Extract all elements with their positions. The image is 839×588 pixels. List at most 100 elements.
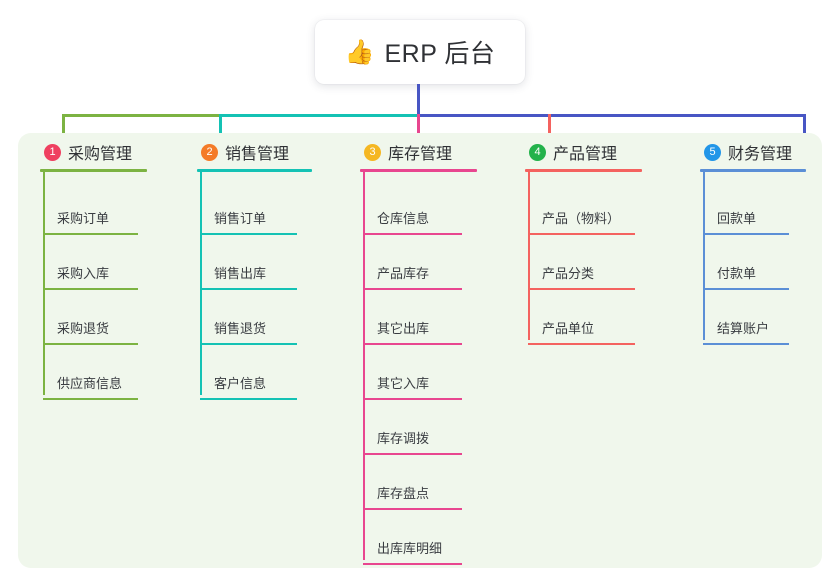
leaf-item-underline <box>703 343 789 345</box>
leaf-item-label: 客户信息 <box>214 376 267 391</box>
leaf-item[interactable]: 销售订单 <box>200 208 297 235</box>
leaf-item-label: 其它入库 <box>377 376 430 391</box>
leaf-item-label: 出库库明细 <box>377 541 443 556</box>
leaf-item-underline <box>200 288 297 290</box>
branch-header-underline <box>525 169 642 172</box>
leaf-item-label: 产品库存 <box>377 266 430 281</box>
branch-spine <box>43 172 45 395</box>
leaf-item[interactable]: 仓库信息 <box>363 208 462 235</box>
branch-header-underline <box>40 169 147 172</box>
branch-column-库存管理: 3 库存管理 <box>360 140 477 172</box>
connector-drop-2 <box>219 114 222 150</box>
connector-drop-4 <box>548 114 551 150</box>
leaf-item-label: 库存盘点 <box>377 486 430 501</box>
leaf-item-underline <box>43 233 138 235</box>
leaf-item[interactable]: 采购入库 <box>43 263 138 290</box>
connector-drop-3 <box>417 114 420 150</box>
leaf-item[interactable]: 采购订单 <box>43 208 138 235</box>
leaf-item[interactable]: 产品（物料） <box>528 208 635 235</box>
leaf-item[interactable]: 其它入库 <box>363 373 462 400</box>
leaf-item-underline <box>703 288 789 290</box>
connector-drop-5 <box>803 114 806 150</box>
leaf-item-underline <box>363 233 462 235</box>
branch-column-财务管理: 5 财务管理 <box>700 140 806 172</box>
leaf-item-label: 产品（物料） <box>542 211 621 226</box>
leaf-item-label: 产品单位 <box>542 321 595 336</box>
leaf-item-underline <box>363 453 462 455</box>
leaf-item-label: 其它出库 <box>377 321 430 336</box>
leaf-item-label: 产品分类 <box>542 266 595 281</box>
connector-root-vertical <box>417 84 420 116</box>
branch-number-badge: 3 <box>364 143 381 161</box>
branch-number-badge: 2 <box>201 143 218 161</box>
connector-drop-1 <box>62 114 65 150</box>
branch-number-badge: 4 <box>529 143 546 161</box>
leaf-item-label: 销售订单 <box>214 211 267 226</box>
leaf-item[interactable]: 出库库明细 <box>363 538 462 565</box>
connector-bar-teal <box>219 114 419 117</box>
leaf-item-underline <box>363 398 462 400</box>
branch-spine <box>703 172 705 340</box>
branch-header-库存管理[interactable]: 3 库存管理 <box>360 140 477 164</box>
leaf-item-underline <box>200 398 297 400</box>
leaf-item[interactable]: 库存调拨 <box>363 428 462 455</box>
leaf-item-label: 采购退货 <box>57 321 110 336</box>
branch-header-产品管理[interactable]: 4 产品管理 <box>525 140 642 164</box>
leaf-item[interactable]: 库存盘点 <box>363 483 462 510</box>
leaf-item-label: 结算账户 <box>717 321 770 336</box>
leaf-item-underline <box>43 288 138 290</box>
leaf-item-underline <box>528 233 635 235</box>
leaf-item[interactable]: 其它出库 <box>363 318 462 345</box>
branch-header-销售管理[interactable]: 2 销售管理 <box>197 140 312 164</box>
leaf-item[interactable]: 付款单 <box>703 263 789 290</box>
leaf-item[interactable]: 回款单 <box>703 208 789 235</box>
leaf-item-underline <box>528 288 635 290</box>
leaf-item-underline <box>363 563 462 565</box>
branch-number-badge: 5 <box>704 143 721 161</box>
branch-title: 财务管理 <box>728 146 793 163</box>
thumbs-up-icon: 👍 <box>344 38 375 66</box>
leaf-item-label: 库存调拨 <box>377 431 430 446</box>
branch-header-财务管理[interactable]: 5 财务管理 <box>700 140 806 164</box>
leaf-item-underline <box>200 233 297 235</box>
leaf-item-label: 付款单 <box>717 266 757 281</box>
branch-title: 产品管理 <box>553 146 618 163</box>
branch-spine <box>528 172 530 340</box>
leaf-item[interactable]: 供应商信息 <box>43 373 138 400</box>
leaf-item[interactable]: 产品分类 <box>528 263 635 290</box>
branch-header-underline <box>197 169 312 172</box>
leaf-item-underline <box>200 343 297 345</box>
root-title: ERP 后台 <box>384 40 496 68</box>
connector-bar-green <box>62 114 221 117</box>
branch-header-underline <box>360 169 477 172</box>
leaf-item-label: 销售退货 <box>214 321 267 336</box>
branch-header-underline <box>700 169 806 172</box>
leaf-item-label: 供应商信息 <box>57 376 123 391</box>
leaf-item-underline <box>43 343 138 345</box>
leaf-item-label: 销售出库 <box>214 266 267 281</box>
branch-title: 库存管理 <box>388 146 453 163</box>
branch-title: 采购管理 <box>68 146 133 163</box>
leaf-item[interactable]: 产品单位 <box>528 318 635 345</box>
leaf-item-underline <box>528 343 635 345</box>
leaf-item-underline <box>363 508 462 510</box>
leaf-item-label: 仓库信息 <box>377 211 430 226</box>
branch-spine <box>200 172 202 395</box>
branch-column-销售管理: 2 销售管理 <box>197 140 312 172</box>
leaf-item-label: 采购入库 <box>57 266 110 281</box>
leaf-item-underline <box>363 343 462 345</box>
leaf-item[interactable]: 产品库存 <box>363 263 462 290</box>
leaf-item-label: 采购订单 <box>57 211 110 226</box>
branch-title: 销售管理 <box>225 146 290 163</box>
root-node[interactable]: 👍 ERP 后台 <box>315 20 525 84</box>
leaf-item[interactable]: 销售退货 <box>200 318 297 345</box>
leaf-item[interactable]: 结算账户 <box>703 318 789 345</box>
leaf-item-label: 回款单 <box>717 211 757 226</box>
leaf-item-underline <box>43 398 138 400</box>
leaf-item[interactable]: 采购退货 <box>43 318 138 345</box>
leaf-item[interactable]: 销售出库 <box>200 263 297 290</box>
leaf-item[interactable]: 客户信息 <box>200 373 297 400</box>
